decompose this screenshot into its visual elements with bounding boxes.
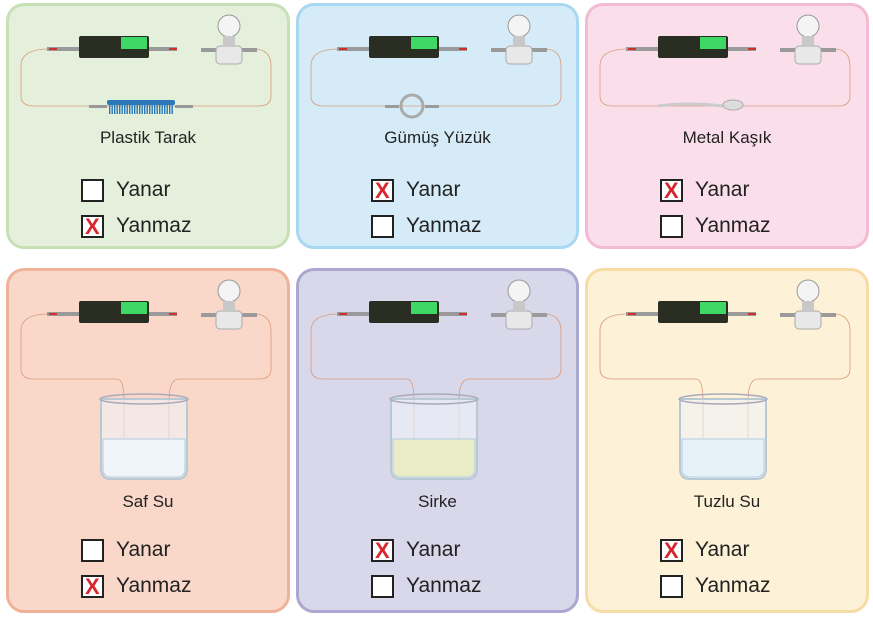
battery-icon <box>369 301 439 323</box>
material-label: Plastik Tarak <box>99 128 197 147</box>
option-label: Yanmaz <box>406 574 482 597</box>
option-yanar[interactable]: Yanar <box>660 538 750 564</box>
circuit-diagram <box>20 279 272 480</box>
beaker-icon <box>389 393 479 480</box>
option-label: Yanar <box>116 178 171 201</box>
option-yanmaz[interactable]: Yanmaz <box>371 214 481 238</box>
checkbox[interactable] <box>371 538 394 564</box>
material-label: Saf Su <box>122 492 174 511</box>
option-yanar[interactable]: Yanar <box>371 538 461 564</box>
option-label: Yanmaz <box>695 214 771 237</box>
option-label: Yanmaz <box>116 574 192 597</box>
checkbox[interactable] <box>371 574 394 598</box>
option-label: Yanmaz <box>406 214 482 237</box>
panel-spoon: Metal KaşıkYanarYanmaz <box>585 3 869 249</box>
ring-icon <box>385 93 439 119</box>
circuit-diagram <box>599 279 851 480</box>
option-label: Yanmaz <box>116 214 192 237</box>
checkbox[interactable] <box>81 574 104 600</box>
option-label: Yanar <box>406 538 461 561</box>
light-bulb-icon <box>201 279 257 330</box>
checkbox[interactable] <box>81 538 104 562</box>
checkbox[interactable] <box>660 178 683 204</box>
light-bulb-icon <box>780 279 836 330</box>
panel-comb: Plastik TarakYanarYanmaz <box>6 3 290 249</box>
light-bulb-icon <box>491 14 547 65</box>
spoon-icon <box>657 99 744 111</box>
checkbox[interactable] <box>371 214 394 238</box>
material-label: Tuzlu Su <box>693 492 761 511</box>
material-label: Metal Kaşık <box>682 128 772 147</box>
light-bulb-icon <box>491 279 547 330</box>
option-yanar[interactable]: Yanar <box>81 178 170 202</box>
option-label: Yanar <box>695 178 750 201</box>
option-label: Yanar <box>695 538 750 561</box>
beaker-icon <box>99 393 189 480</box>
circuit-diagram <box>310 14 562 119</box>
checkbox[interactable] <box>81 178 104 202</box>
option-label: Yanmaz <box>695 574 771 597</box>
circuit-diagram <box>310 279 562 480</box>
option-label: Yanar <box>406 178 461 201</box>
battery-icon <box>79 301 149 323</box>
checkbox[interactable] <box>660 574 683 598</box>
checkbox[interactable] <box>660 214 683 238</box>
option-yanmaz[interactable]: Yanmaz <box>660 214 770 238</box>
light-bulb-icon <box>780 14 836 65</box>
option-yanar[interactable]: Yanar <box>371 178 461 204</box>
checkbox[interactable] <box>81 214 104 240</box>
option-label: Yanar <box>116 538 171 561</box>
material-label: Gümüş Yüzük <box>384 128 491 147</box>
material-label: Sirke <box>418 492 457 511</box>
option-yanmaz[interactable]: Yanmaz <box>81 574 192 600</box>
battery-icon <box>658 36 728 58</box>
circuit-diagram <box>20 14 272 114</box>
circuit-diagram <box>599 14 851 111</box>
battery-icon <box>79 36 149 58</box>
checkbox[interactable] <box>660 538 683 564</box>
option-yanar[interactable]: Yanar <box>660 178 750 204</box>
light-bulb-icon <box>201 14 257 65</box>
battery-icon <box>658 301 728 323</box>
battery-icon <box>369 36 439 58</box>
option-yanar[interactable]: Yanar <box>81 538 170 562</box>
option-yanmaz[interactable]: Yanmaz <box>660 574 770 598</box>
option-yanmaz[interactable]: Yanmaz <box>81 214 192 240</box>
comb-icon <box>89 100 193 114</box>
option-yanmaz[interactable]: Yanmaz <box>371 574 481 598</box>
panel-beaker: SirkeYanarYanmaz <box>296 268 579 613</box>
checkbox[interactable] <box>371 178 394 204</box>
panel-ring: Gümüş YüzükYanarYanmaz <box>296 3 579 249</box>
beaker-icon <box>678 393 768 480</box>
